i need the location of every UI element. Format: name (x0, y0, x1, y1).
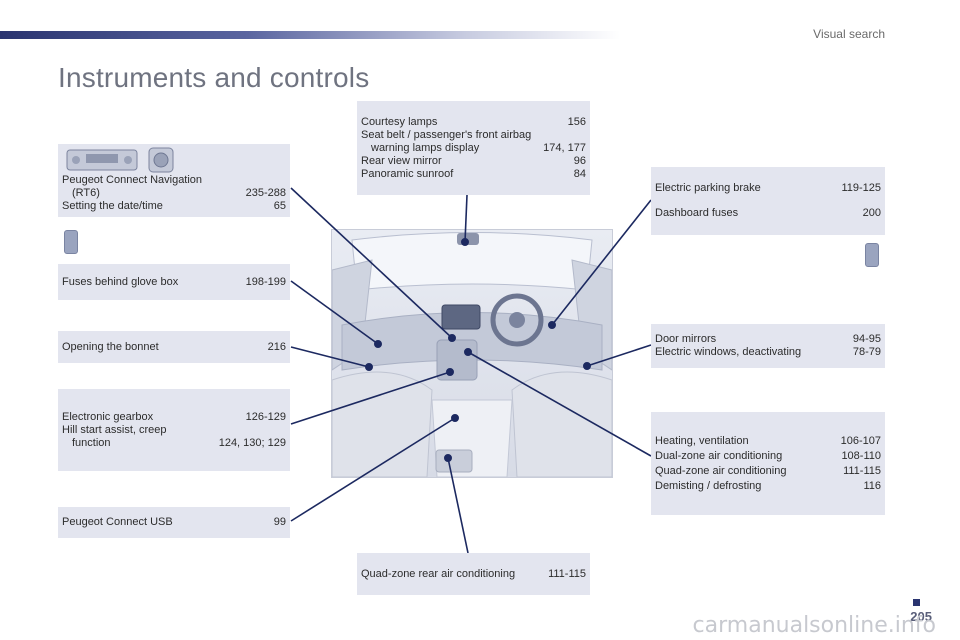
leader-navigation (290, 187, 453, 339)
box-line: Peugeot Connect Navigation (62, 174, 203, 186)
leader-heating (467, 351, 652, 457)
leader-dot (447, 333, 456, 342)
radio-unit-icon (66, 149, 138, 171)
leader-dot (547, 320, 556, 329)
cabin-illustration (331, 229, 613, 478)
leader-dot (450, 413, 459, 422)
box-line: Hill start assist, creep (62, 423, 167, 436)
leader-dot (364, 362, 373, 371)
section-title: Visual search (813, 27, 885, 41)
leader-fuses-glovebox (290, 280, 379, 345)
nav-controller-icon (148, 147, 174, 173)
leader-dot (460, 238, 469, 247)
leader-parking (551, 199, 652, 326)
cabin-drawing (332, 232, 612, 477)
leader-usb (290, 417, 456, 522)
page-marker (913, 599, 920, 606)
header-gradient-bar (0, 31, 620, 39)
watermark: carmanualsonline.info (692, 613, 936, 638)
page-title: Instruments and controls (58, 62, 370, 93)
leader-dot (463, 347, 472, 356)
page-number: 205 (910, 609, 932, 624)
leader-bonnet (290, 346, 370, 368)
leader-dot (443, 453, 452, 462)
leader-courtesy (464, 194, 468, 243)
leader-rear-ac (447, 457, 469, 554)
box-line: (RT6)235-288 (72, 187, 286, 199)
leader-dot (445, 367, 454, 376)
leader-dot (582, 361, 591, 370)
box-line: Seat belt / passenger's front airbag (361, 128, 532, 141)
box-navigation: Peugeot Connect Navigation (RT6)235-288 … (58, 144, 290, 217)
nav-icons (62, 144, 286, 174)
leader-dot (373, 339, 382, 348)
leader-mirrors (586, 344, 652, 367)
leader-gearbox (290, 371, 451, 425)
fuse-icon (865, 243, 879, 267)
fuse-icon (64, 230, 78, 254)
